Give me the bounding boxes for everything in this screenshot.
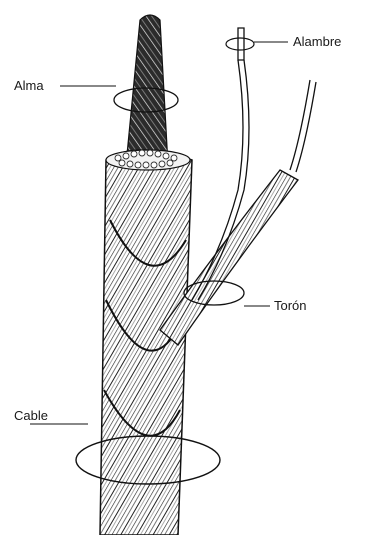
label-alma: Alma [14, 78, 44, 93]
label-cable: Cable [14, 408, 48, 423]
label-toron: Torón [274, 298, 307, 313]
label-alambre: Alambre [293, 34, 341, 49]
wires [192, 28, 316, 300]
